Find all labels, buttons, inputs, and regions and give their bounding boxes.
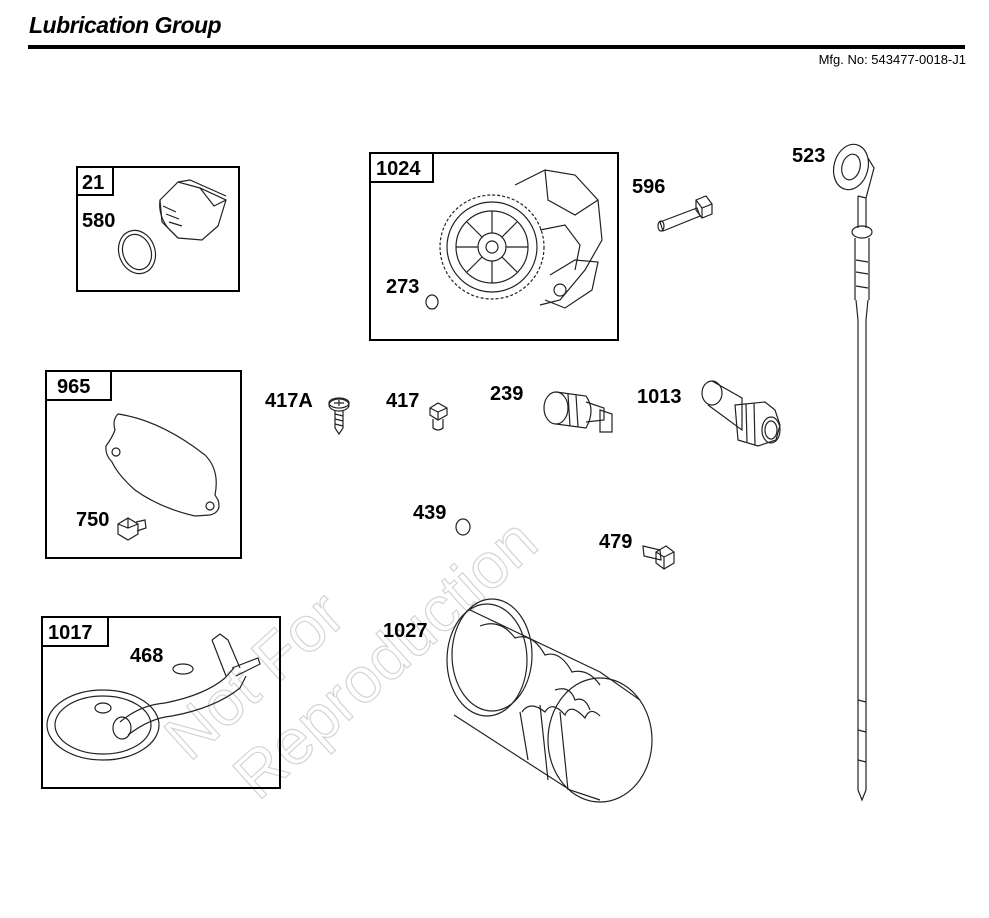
box-965	[45, 370, 242, 559]
oil-pickup-1017-part[interactable]	[46, 633, 261, 761]
bolt-417-part[interactable]	[429, 402, 448, 431]
fitting-1013-part[interactable]	[701, 380, 781, 447]
o-ring-273-part[interactable]	[425, 294, 439, 310]
label-1017[interactable]: 1017	[48, 622, 93, 644]
screw-417a-part[interactable]	[328, 397, 350, 436]
label-417a[interactable]: 417A	[265, 390, 313, 412]
title-rule	[28, 45, 965, 49]
label-439[interactable]: 439	[413, 502, 446, 524]
oil-filter-1027-part[interactable]	[446, 598, 653, 803]
label-273[interactable]: 273	[386, 276, 419, 298]
box-1017	[41, 616, 281, 789]
bolt-750-part[interactable]	[117, 517, 147, 541]
label-468[interactable]: 468	[130, 645, 163, 667]
label-239[interactable]: 239	[490, 383, 523, 405]
label-750[interactable]: 750	[76, 509, 109, 531]
label-965[interactable]: 965	[57, 376, 90, 398]
label-1024[interactable]: 1024	[376, 158, 421, 180]
oil-pressure-switch-239-part[interactable]	[543, 391, 613, 433]
dipstick-523-part[interactable]	[829, 140, 875, 802]
oil-pump-part[interactable]	[439, 169, 603, 309]
bolt-479-part[interactable]	[642, 545, 675, 570]
box-21	[76, 166, 240, 292]
o-ring-468-part[interactable]	[172, 663, 194, 675]
watermark: Not For Reproduction	[150, 504, 551, 813]
label-1013[interactable]: 1013	[637, 386, 682, 408]
label-580[interactable]: 580	[82, 210, 115, 232]
label-1027[interactable]: 1027	[383, 620, 428, 642]
page-title: Lubrication Group	[29, 12, 222, 38]
label-479[interactable]: 479	[599, 531, 632, 553]
bolt-596-part[interactable]	[657, 195, 713, 232]
oil-fill-cap-part[interactable]	[113, 179, 227, 279]
label-596[interactable]: 596	[632, 176, 665, 198]
label-417[interactable]: 417	[386, 390, 419, 412]
label-523[interactable]: 523	[792, 145, 825, 167]
cover-gasket-965-part[interactable]	[105, 413, 220, 517]
label-21[interactable]: 21	[82, 172, 104, 194]
box-1024	[369, 152, 619, 341]
mfg-number: Mfg. No: 543477-0018-J1	[818, 52, 966, 67]
o-ring-439-part[interactable]	[455, 518, 471, 536]
